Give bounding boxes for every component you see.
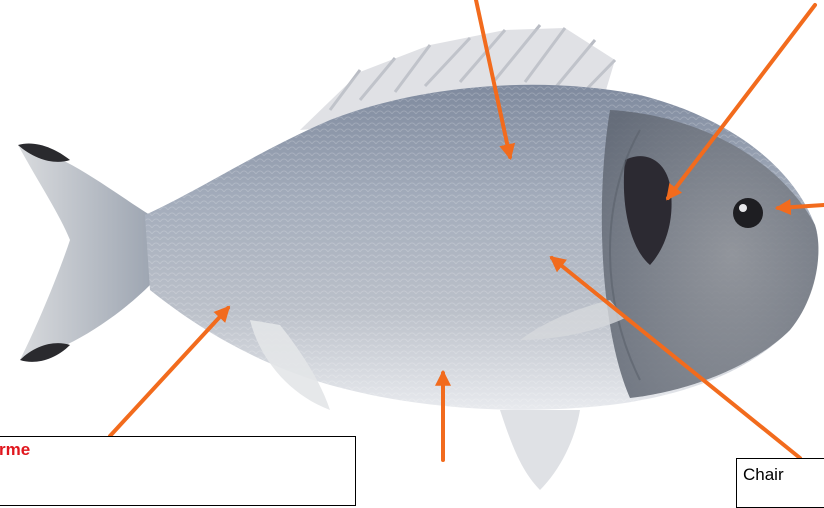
fish-eye [733,198,763,228]
label-forme: rme [0,436,356,506]
label-forme-text: rme [0,440,30,460]
fish-head [602,110,819,398]
label-chair-text: Chair [743,465,784,485]
anal-fin [500,410,580,490]
arrow-lateral [110,308,228,436]
fish-photo [18,25,818,490]
label-chair: Chair [736,458,824,508]
fish-eye-highlight [739,204,747,212]
tail-fin [18,145,150,360]
